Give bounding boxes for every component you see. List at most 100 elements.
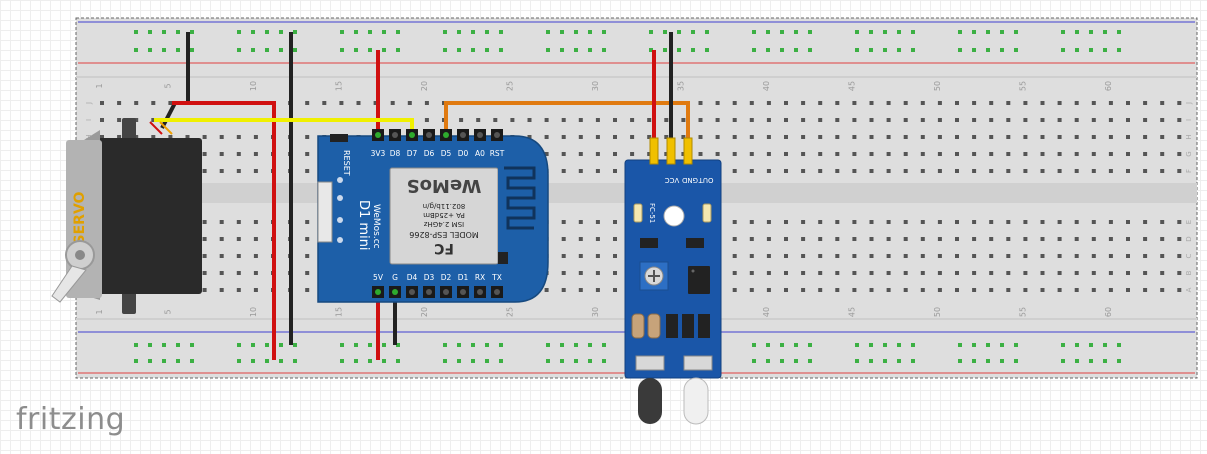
breadboard-hole	[749, 220, 754, 224]
rail-hole	[546, 48, 550, 52]
row-letter: A	[1185, 287, 1193, 292]
wire-red-servo-power	[172, 101, 276, 360]
sensor-pin-label: GND	[682, 176, 698, 184]
breadboard-hole	[1108, 271, 1113, 275]
column-number: 35	[676, 81, 685, 91]
breadboard-hole	[818, 152, 823, 156]
breadboard-hole	[459, 118, 464, 122]
breadboard-hole	[698, 135, 703, 139]
breadboard-hole	[715, 101, 720, 105]
breadboard-hole	[852, 288, 857, 292]
breadboard-hole	[390, 101, 395, 105]
breadboard-hole	[818, 118, 823, 122]
breadboard-hole	[1108, 135, 1113, 139]
rail-hole	[677, 48, 681, 52]
breadboard-hole	[151, 118, 156, 122]
rail-hole	[176, 30, 180, 34]
breadboard-hole	[955, 271, 959, 275]
breadboard-hole	[1160, 254, 1165, 258]
rail-hole	[1117, 48, 1121, 52]
breadboard-hole	[784, 254, 788, 258]
rail-hole	[1014, 30, 1018, 34]
rail-hole	[457, 359, 461, 363]
rail-hole	[869, 359, 873, 363]
breadboard-hole	[1006, 118, 1011, 122]
breadboard-hole	[578, 152, 583, 156]
wemos-pin	[375, 132, 381, 138]
breadboard-hole	[1108, 169, 1113, 173]
breadboard-hole	[920, 135, 925, 139]
rail-hole	[588, 48, 592, 52]
rail-hole	[1089, 48, 1093, 52]
rail-hole	[190, 343, 194, 347]
breadboard-hole	[253, 288, 258, 292]
breadboard-hole	[202, 220, 207, 224]
breadboard-hole	[886, 237, 891, 241]
breadboard-hole	[219, 237, 224, 241]
rail-hole	[1000, 343, 1004, 347]
board-name: D1 mini	[356, 200, 371, 251]
breadboard-hole	[1143, 152, 1148, 156]
column-number: 25	[505, 81, 514, 91]
breadboard-hole	[1126, 169, 1130, 173]
wemos-bottom-pin-label: TX	[491, 273, 502, 282]
wemos-pin	[443, 289, 449, 295]
breadboard-hole	[305, 169, 310, 173]
breadboard-hole	[801, 169, 806, 173]
breadboard-hole	[202, 271, 207, 275]
breadboard-hole	[544, 152, 549, 156]
breadboard-hole	[1091, 101, 1096, 105]
breadboard-hole	[219, 271, 224, 275]
breadboard-hole	[151, 135, 156, 139]
breadboard-hole	[356, 101, 361, 105]
breadboard-hole	[1126, 135, 1130, 139]
rail-hole	[396, 48, 400, 52]
rail-hole	[911, 343, 915, 347]
breadboard-hole	[989, 254, 994, 258]
breadboard-hole	[955, 135, 959, 139]
breadboard-hole	[972, 288, 977, 292]
breadboard-hole	[955, 152, 959, 156]
rail-hole	[457, 48, 461, 52]
breadboard-hole	[852, 220, 857, 224]
rail-hole	[279, 30, 283, 34]
breadboard-hole	[1023, 169, 1028, 173]
breadboard-hole	[886, 152, 891, 156]
module-fcc: FC	[434, 240, 454, 256]
breadboard-hole	[784, 220, 788, 224]
breadboard-hole	[561, 271, 566, 275]
rail-hole	[354, 48, 358, 52]
rail-hole	[265, 343, 269, 347]
breadboard-hole	[630, 118, 635, 122]
breadboard-hole	[1040, 271, 1045, 275]
breadboard-hole	[1023, 135, 1028, 139]
breadboard-hole	[1040, 152, 1045, 156]
sensor-pin	[666, 137, 676, 165]
breadboard-hole	[219, 220, 224, 224]
rail-hole	[752, 48, 756, 52]
rail-hole	[1061, 30, 1065, 34]
breadboard-hole	[1160, 101, 1165, 105]
breadboard-hole	[955, 101, 959, 105]
breadboard-hole	[1074, 135, 1079, 139]
breadboard-hole	[972, 220, 977, 224]
rail-hole	[382, 343, 386, 347]
sensor-pin-label: VCC	[665, 176, 680, 184]
rail-hole	[972, 30, 976, 34]
row-letter: I	[85, 119, 93, 121]
breadboard-hole	[972, 101, 977, 105]
rail-hole	[752, 30, 756, 34]
rail-hole	[265, 48, 269, 52]
breadboard-hole	[749, 288, 754, 292]
breadboard-hole	[1006, 135, 1011, 139]
rail-hole	[808, 359, 812, 363]
breadboard-hole	[236, 288, 241, 292]
breadboard-hole	[989, 118, 994, 122]
breadboard-hole	[903, 237, 908, 241]
rail-hole	[1061, 343, 1065, 347]
breadboard-hole	[253, 220, 258, 224]
rail-hole	[794, 359, 798, 363]
rail-hole	[443, 343, 447, 347]
